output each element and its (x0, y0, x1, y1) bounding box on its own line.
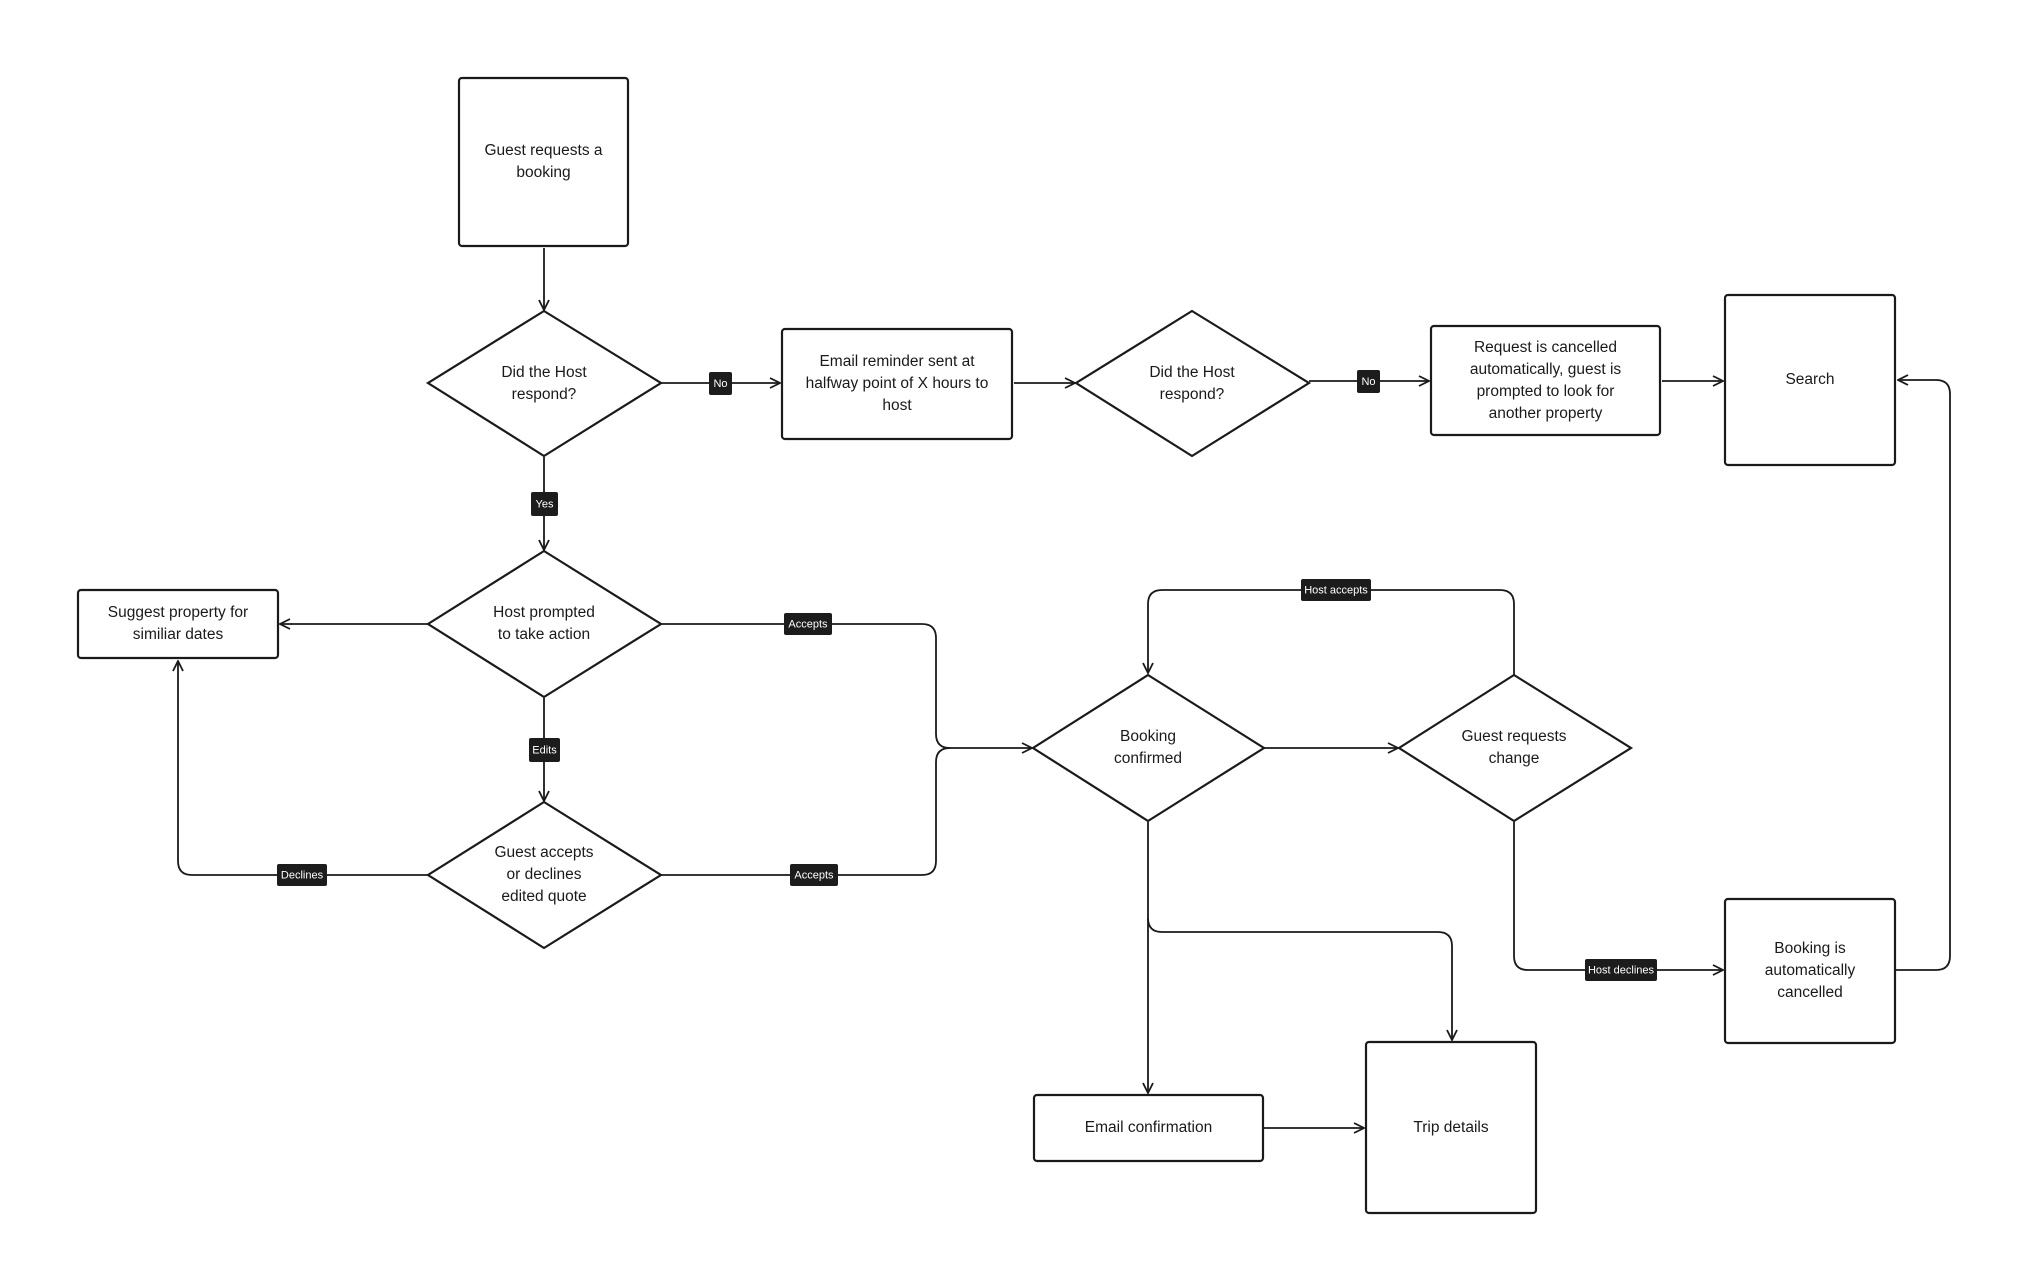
edge-tag-label: Accepts (788, 618, 828, 630)
node-label-line: Guest requests (1461, 728, 1566, 745)
node-guest-accepts-declines[interactable]: Guest accepts or declines edited quote (425, 800, 664, 950)
node-label-line: or declines (507, 866, 582, 883)
node-label-line: Did the Host (1149, 364, 1235, 381)
node-trip-details[interactable]: Trip details (1364, 1040, 1538, 1215)
node-label-line: prompted to look for (1477, 383, 1615, 400)
node-label-line: automatically (1765, 962, 1856, 979)
node-email-reminder[interactable]: Email reminder sent at halfway point of X… (780, 327, 1014, 441)
node-label: Guest accepts or declines edited quote (494, 844, 593, 905)
edge-tag-accepts-1: Accepts (784, 613, 832, 635)
edge-host-accepts-loop (1148, 589, 1515, 675)
nodes: Guest requests a booking Did the Host resp… (76, 76, 1897, 1215)
node-label: Did the Host respond? (1149, 364, 1235, 403)
node-label-line: respond? (1160, 386, 1225, 403)
node-label-line: respond? (512, 386, 577, 403)
edge-tag-host-declines: Host declines (1585, 959, 1657, 981)
node-label-line: halfway point of X hours to (806, 375, 989, 392)
edge-tag-label: Yes (536, 498, 554, 510)
edge-tag-edits: Edits (529, 738, 560, 762)
edge-tag-declines: Declines (277, 864, 327, 886)
node-label-line: Request is cancelled (1474, 339, 1617, 356)
node-label-line: edited quote (501, 888, 586, 905)
node-label: Trip details (1413, 1119, 1488, 1136)
node-label-line: to take action (498, 626, 590, 643)
node-label: Guest requests a booking (484, 142, 602, 181)
node-booking-auto-cancelled[interactable]: Booking is automatically cancelled (1723, 897, 1897, 1045)
node-label: Search (1785, 371, 1834, 388)
edge-tag-no-1: No (709, 372, 732, 395)
edge-tag-label: No (1361, 376, 1375, 388)
node-search[interactable]: Search (1723, 293, 1897, 467)
node-guest-requests-change[interactable]: Guest requests change (1396, 673, 1634, 823)
edge-guest-declines-to-suggest (178, 661, 428, 876)
edge-host-prompted-accepts-merge (661, 623, 951, 749)
edge-tag-label: Host accepts (1304, 584, 1368, 596)
node-label: Did the Host respond? (501, 364, 587, 403)
node-label-line: Email reminder sent at (819, 353, 975, 370)
node-email-confirmation[interactable]: Email confirmation (1032, 1093, 1265, 1163)
node-did-host-respond-2[interactable]: Did the Host respond? (1073, 309, 1312, 458)
edge-confirmed-to-trip-details (1147, 917, 1452, 1040)
node-label-line: Search (1785, 371, 1834, 388)
edge-tag-no-2: No (1357, 370, 1380, 393)
node-label-line: Guest accepts (494, 844, 593, 861)
node-guest-requests-booking[interactable]: Guest requests a booking (457, 76, 630, 248)
node-label-line: Trip details (1413, 1119, 1488, 1136)
edge-labels: No No Yes Edits Accepts Accepts Declines (277, 370, 1657, 981)
node-label-line: Suggest property for (108, 604, 248, 621)
node-label: Guest requests change (1461, 728, 1566, 767)
node-label-line: Booking is (1774, 940, 1846, 957)
node-label-line: similiar dates (133, 626, 224, 643)
edge-tag-yes: Yes (531, 492, 558, 516)
node-label: Suggest property for similiar dates (108, 604, 248, 643)
edge-guest-accepts-merge (661, 747, 951, 876)
node-host-prompted[interactable]: Host prompted to take action (425, 549, 664, 699)
node-label-line: Guest requests a (484, 142, 602, 159)
edge-tag-label: Host declines (1588, 964, 1655, 976)
node-label: Booking confirmed (1114, 728, 1182, 767)
node-label-line: Did the Host (501, 364, 587, 381)
node-label-line: change (1489, 750, 1540, 767)
node-request-cancelled[interactable]: Request is cancelled automatically, guest… (1429, 324, 1662, 437)
edge-tag-label: Edits (532, 744, 557, 756)
node-label-line: Host prompted (493, 604, 595, 621)
node-booking-confirmed[interactable]: Booking confirmed (1030, 673, 1267, 823)
node-label: Email confirmation (1085, 1119, 1213, 1136)
node-label: Booking is automatically cancelled (1765, 940, 1856, 1001)
node-label: Request is cancelled automatically, guest… (1470, 339, 1622, 422)
node-label-line: Email confirmation (1085, 1119, 1213, 1136)
edge-tag-label: Declines (281, 869, 324, 881)
edge-tag-accepts-2: Accepts (790, 864, 838, 886)
node-label-line: Booking (1120, 728, 1176, 745)
edge-auto-cancelled-to-search (1896, 380, 1951, 971)
edge-tag-label: Accepts (794, 869, 834, 881)
edge-tag-label: No (713, 378, 727, 390)
node-label: Host prompted to take action (493, 604, 595, 643)
node-label: Email reminder sent at halfway point of X… (806, 353, 989, 414)
edge-host-declines-to-auto-cancelled (1513, 822, 1723, 970)
node-did-host-respond-1[interactable]: Did the Host respond? (425, 309, 664, 458)
node-label-line: host (882, 397, 912, 414)
node-suggest-property[interactable]: Suggest property for similiar dates (76, 588, 280, 660)
node-label-line: another property (1489, 405, 1603, 422)
edge-tag-host-accepts: Host accepts (1301, 579, 1371, 601)
node-label-line: automatically, guest is (1470, 361, 1622, 378)
node-label-line: cancelled (1777, 984, 1843, 1001)
node-label-line: booking (516, 164, 570, 181)
node-label-line: confirmed (1114, 750, 1182, 767)
